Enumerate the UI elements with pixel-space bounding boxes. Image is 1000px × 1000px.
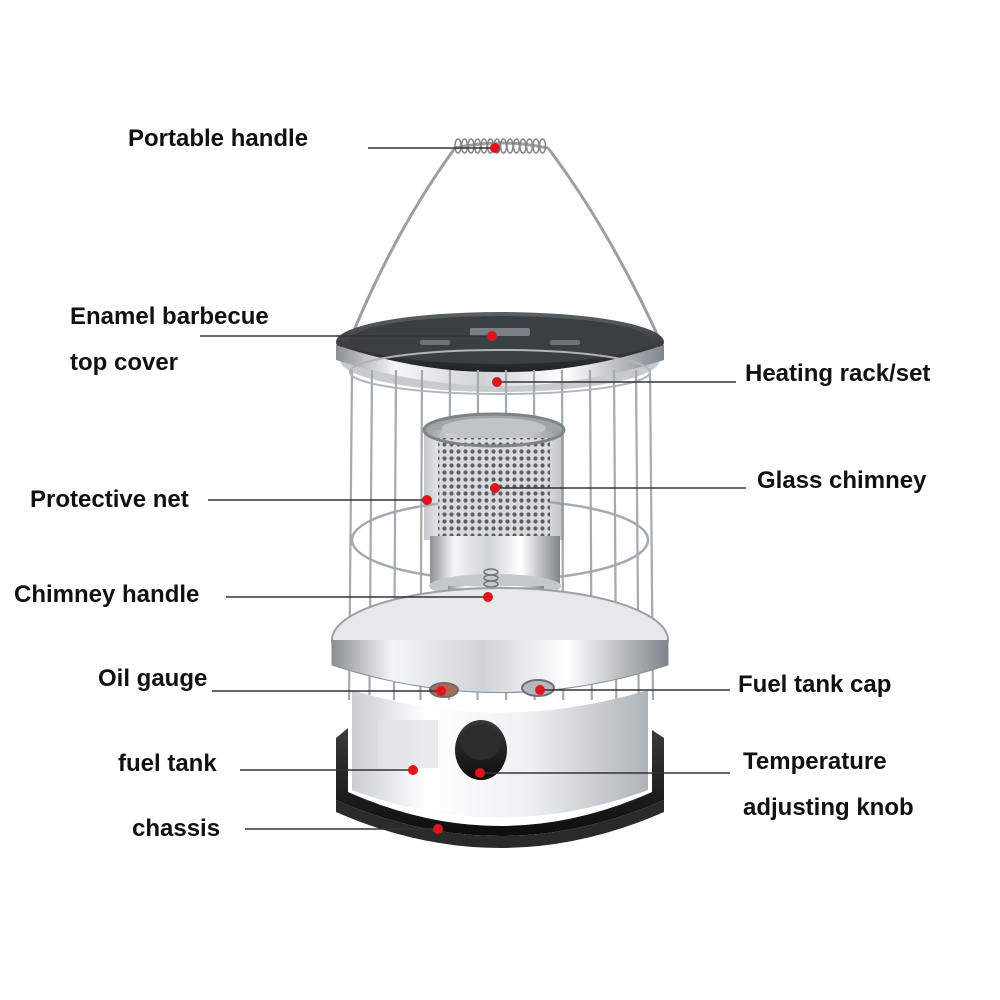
label-oil-gauge: Oil gauge (98, 665, 208, 692)
label-temperature-adjusting-knob: Temperature adjusting knob (743, 748, 914, 821)
marker-oil-gauge (436, 686, 446, 696)
marker-fuel-tank-cap (535, 685, 545, 695)
label-enamel-barbecue-top-cover: Enamel barbecue top cover (70, 303, 269, 376)
handle-spring (454, 138, 547, 154)
leader-lines (200, 147, 746, 830)
fuel-tank-part (331, 587, 669, 818)
marker-chassis (433, 824, 443, 834)
label-protective-net: Protective net (30, 486, 189, 513)
marker-protective-net (422, 495, 432, 505)
label-chimney-handle: Chimney handle (14, 581, 200, 608)
marker-heating-rack-set (492, 377, 502, 387)
marker-enamel-barbecue-top-cover (487, 331, 497, 341)
glass-chimney-part (422, 412, 575, 665)
label-heating-rack-set: Heating rack/set (745, 360, 931, 387)
red-markers (408, 143, 545, 834)
marker-chimney-handle (483, 592, 493, 602)
label-portable-handle: Portable handle (128, 125, 309, 152)
marker-portable-handle (490, 143, 500, 153)
marker-glass-chimney (490, 483, 500, 493)
label-chassis: chassis (132, 815, 221, 842)
marker-fuel-tank (408, 765, 418, 775)
label-fuel-tank-cap: Fuel tank cap (738, 671, 892, 698)
label-glass-chimney: Glass chimney (757, 467, 927, 494)
marker-temperature-adjusting-knob (475, 768, 485, 778)
temperature-knob-part (455, 720, 507, 780)
label-fuel-tank: fuel tank (118, 750, 217, 777)
chassis-part (336, 728, 664, 848)
